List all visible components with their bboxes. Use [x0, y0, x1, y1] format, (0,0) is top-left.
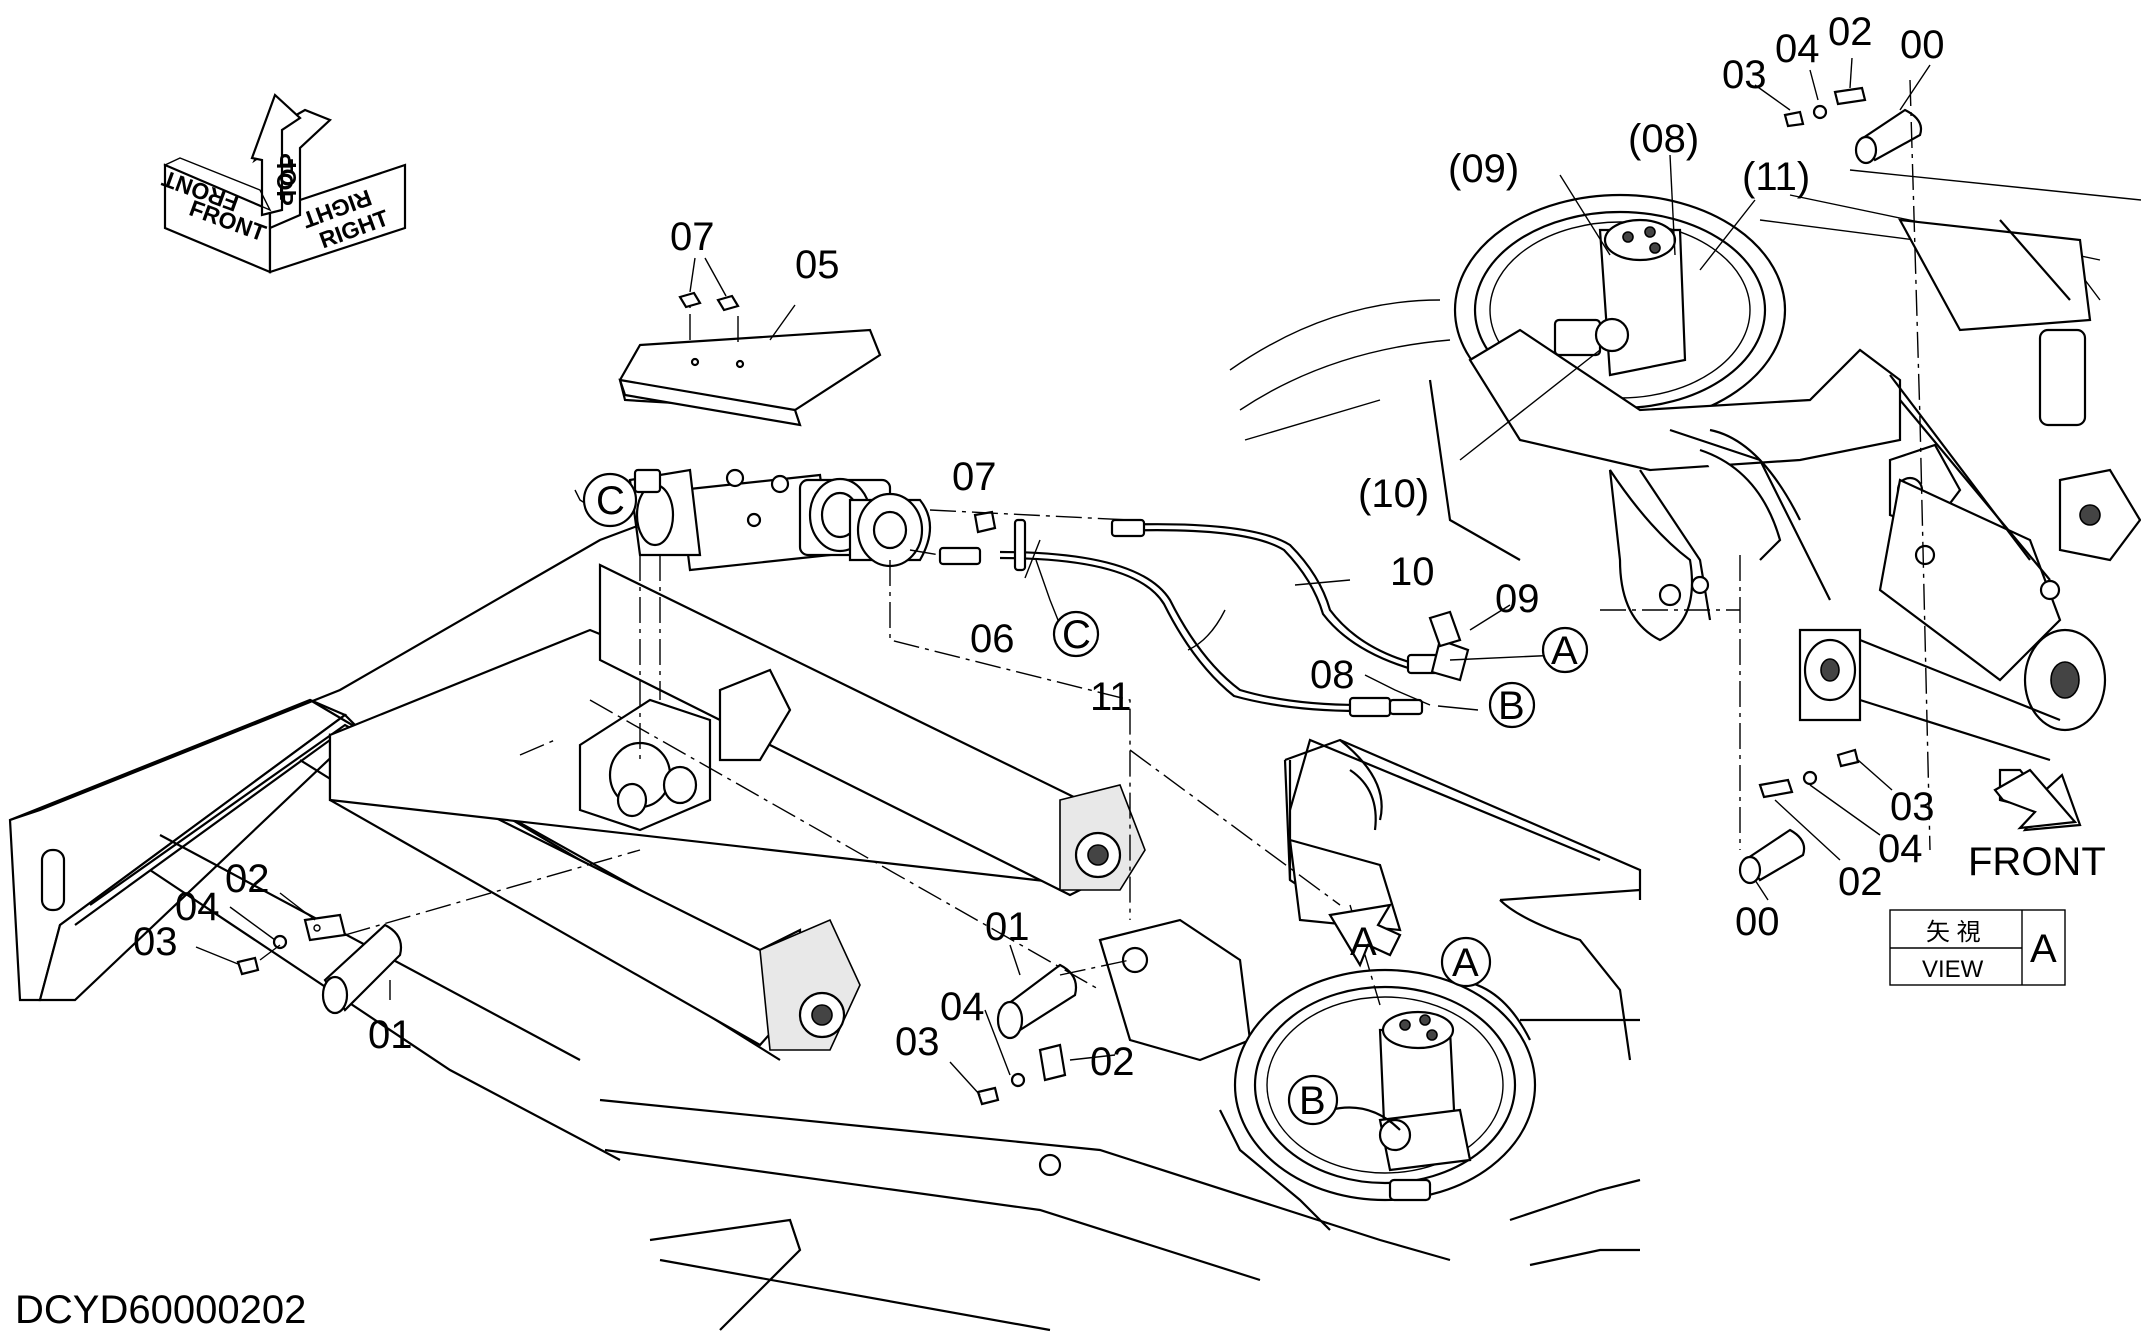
callout-03-bottom-right: 03 — [1890, 785, 1935, 829]
callout-08: 08 — [1310, 653, 1355, 697]
callout-03-top-right: 03 — [1722, 53, 1767, 97]
callouts: 07 05 07 06 10 11 09 08 02 04 03 01 01 0… — [133, 10, 1945, 1084]
drawing-id: DCYD60000202 — [15, 1288, 306, 1332]
callout-03-left: 03 — [133, 920, 178, 964]
circle-refs: C C A B A B — [582, 472, 1589, 1126]
callout-09: 09 — [1495, 577, 1540, 621]
callout-01-left: 01 — [368, 1013, 413, 1057]
callout-04-bottom-right: 04 — [1878, 827, 1923, 871]
callout-04-left: 04 — [175, 885, 220, 929]
callout-06: 06 — [970, 617, 1015, 661]
front-arrow: FRONT — [1968, 768, 2106, 884]
callout-07-mid: 07 — [952, 455, 997, 499]
callout-11: 11 — [1090, 675, 1132, 719]
callout-07-top: 07 — [670, 215, 715, 259]
callout-09-detail: (09) — [1448, 147, 1519, 191]
view-a-title-box: 矢 視 VIEW A — [1889, 909, 2066, 986]
view-arrow-a: A — [1328, 903, 1402, 968]
hoses — [938, 510, 1470, 718]
callout-03-center: 03 — [895, 1020, 940, 1064]
undercarriage-upper — [1229, 169, 2141, 762]
pin-set-left — [236, 913, 403, 1015]
callout-02-top-right: 02 — [1828, 10, 1873, 54]
callout-04-top-right: 04 — [1775, 27, 1820, 71]
callout-02-left: 02 — [225, 857, 270, 901]
view-box-letter: A — [2030, 927, 2057, 971]
callout-04-center: 04 — [940, 985, 985, 1029]
orientation-icon: FRONT FRONT TOP TOP RIGHT RIGHT — [159, 93, 407, 274]
callout-00-bottom-right: 00 — [1735, 900, 1780, 944]
view-box-kanji: 矢 視 — [1926, 919, 1981, 946]
view-box-view: VIEW — [1922, 956, 1984, 983]
callout-08-detail: (08) — [1628, 117, 1699, 161]
pin-set-bottom-right — [1738, 748, 1860, 885]
callout-10: 10 — [1390, 550, 1435, 594]
front-arrow-label: FRONT — [1968, 840, 2106, 884]
blade-cylinder — [628, 468, 931, 572]
cylinder-bracket — [578, 668, 792, 832]
cylinder-cover — [618, 291, 882, 427]
orientation-top-label: TOP — [272, 159, 298, 206]
circle-ref-a: A — [1551, 629, 1578, 673]
circle-ref-a-detail: A — [1452, 941, 1479, 985]
callout-02-bottom-right: 02 — [1838, 860, 1883, 904]
callout-05: 05 — [795, 243, 840, 287]
orientation-top2-label: TOP — [275, 153, 301, 200]
callout-11-detail: (11) — [1742, 155, 1810, 199]
pin-set-center — [976, 963, 1078, 1106]
callout-01-center: 01 — [985, 905, 1030, 949]
pin-set-top-right — [1783, 86, 1923, 165]
circle-ref-c-clamp: C — [1062, 613, 1091, 657]
circle-ref-c-main: C — [596, 479, 625, 523]
undercarriage-lower — [599, 738, 1642, 1332]
leader-lines — [195, 57, 1931, 1096]
callout-02-center: 02 — [1090, 1040, 1135, 1084]
view-arrow-a-label: A — [1350, 920, 1377, 964]
circle-ref-b: B — [1498, 684, 1525, 728]
callout-00-top-right: 00 — [1900, 23, 1945, 67]
callout-10-detail: (10) — [1358, 472, 1429, 516]
circle-ref-b-detail: B — [1299, 1079, 1326, 1123]
